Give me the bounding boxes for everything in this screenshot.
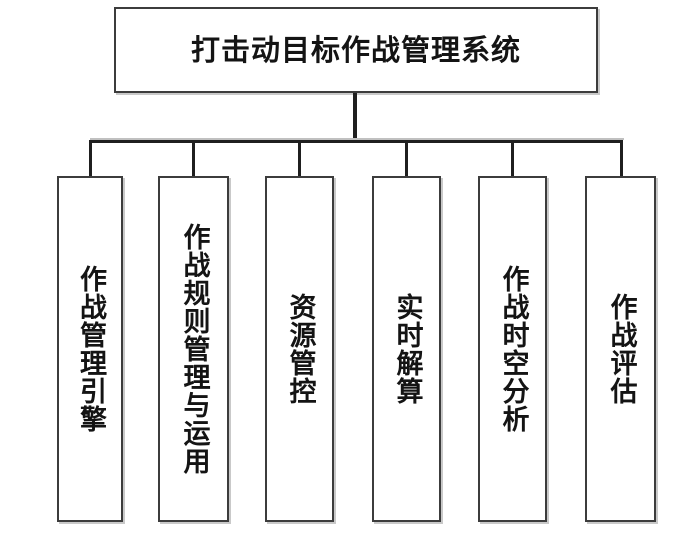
connector-bus-shadow (90, 138, 624, 140)
connector-drop-line-0 (89, 142, 92, 177)
leaf-node-box-resource-control[interactable]: 资源管控 (265, 176, 334, 522)
leaf-node-box-combat-rule-management[interactable]: 作战规则管理与运用 (158, 176, 229, 522)
connector-drop-line-4 (511, 142, 514, 177)
leaf-node-box-realtime-solving[interactable]: 实时解算 (372, 176, 441, 522)
connector-bus-line (89, 140, 623, 143)
leaf-node-box-spatiotemporal-analysis[interactable]: 作战时空分析 (478, 176, 547, 522)
connector-trunk-line (353, 93, 357, 142)
leaf-node-label-1: 作战规则管理与运用 (178, 223, 210, 475)
leaf-node-box-combat-management-engine[interactable]: 作战管理引擎 (57, 176, 123, 522)
connector-drop-line-5 (620, 142, 623, 177)
root-node-box[interactable]: 打击动目标作战管理系统 (114, 7, 598, 93)
leaf-node-box-combat-assessment[interactable]: 作战评估 (585, 176, 656, 522)
connector-drop-line-1 (192, 142, 195, 177)
leaf-node-label-0: 作战管理引擎 (75, 265, 107, 433)
leaf-node-label-3: 实时解算 (391, 293, 423, 405)
connector-drop-line-3 (405, 142, 408, 177)
root-node-label: 打击动目标作战管理系统 (190, 32, 521, 67)
connector-drop-line-2 (298, 142, 301, 177)
leaf-node-label-2: 资源管控 (284, 293, 316, 405)
leaf-node-label-5: 作战评估 (605, 293, 637, 405)
leaf-node-label-4: 作战时空分析 (497, 265, 529, 433)
